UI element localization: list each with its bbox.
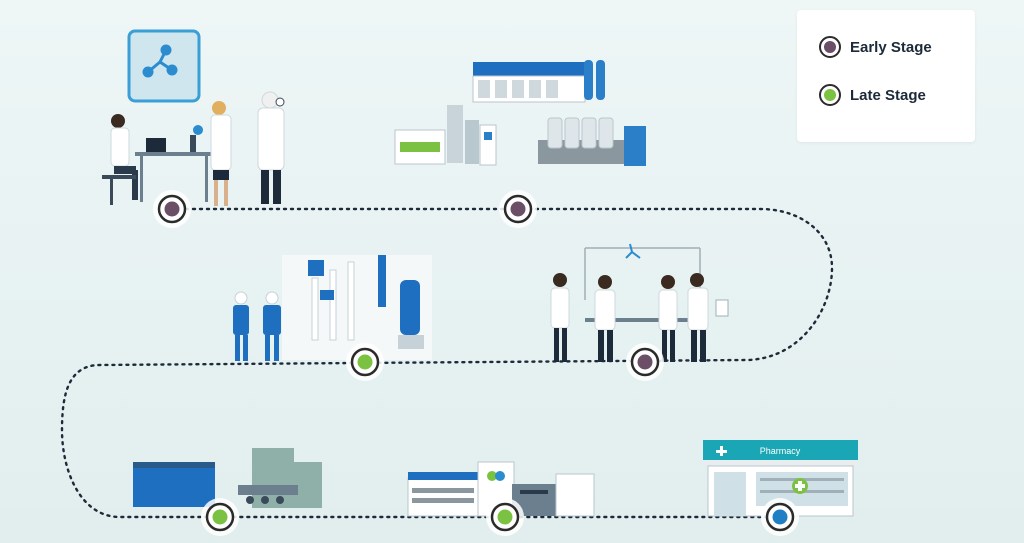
legend-item-late: Late Stage	[819, 84, 926, 106]
stage-marker-clinical-team	[626, 343, 664, 381]
clinician-2	[594, 275, 616, 362]
pharmacy-sign: Pharmacy	[760, 446, 801, 456]
clinician-4	[687, 273, 729, 362]
stage-marker-process-equipment	[346, 343, 384, 381]
production-line-illustration	[133, 448, 322, 508]
early-stage-marker-icon	[819, 36, 841, 58]
stage-marker-packaging-facility	[486, 498, 524, 536]
legend-label: Early Stage	[850, 38, 932, 56]
late-stage-marker-icon	[819, 84, 841, 106]
stage-marker-production-line	[201, 498, 239, 536]
small-molecule-icon	[625, 243, 641, 259]
stage-marker-manufacturing-plant	[499, 190, 537, 228]
legend: Early Stage Late Stage	[797, 10, 975, 142]
manufacturing-plant-illustration	[394, 60, 646, 166]
research-lab-illustration	[102, 29, 285, 206]
legend-label: Late Stage	[850, 86, 926, 104]
molecule-icon	[142, 44, 178, 78]
clinician-3	[658, 275, 678, 362]
pharmacy-illustration: Pharmacy	[703, 440, 858, 517]
scientist-seated	[102, 114, 138, 205]
legend-item-early: Early Stage	[819, 36, 932, 58]
stage-markers	[153, 190, 799, 536]
clinical-team-illustration	[550, 243, 729, 362]
stage-marker-pharmacy	[761, 498, 799, 536]
scientist-standing	[257, 91, 285, 204]
stage-marker-research-lab	[153, 190, 191, 228]
scientist-microscope	[210, 101, 232, 206]
worker-left	[233, 291, 249, 361]
process-equipment-illustration	[233, 255, 432, 361]
worker-right	[263, 291, 281, 361]
journey-path	[60, 207, 834, 519]
clinician-1	[550, 273, 570, 362]
pharmacy-cross-icon	[716, 446, 727, 456]
